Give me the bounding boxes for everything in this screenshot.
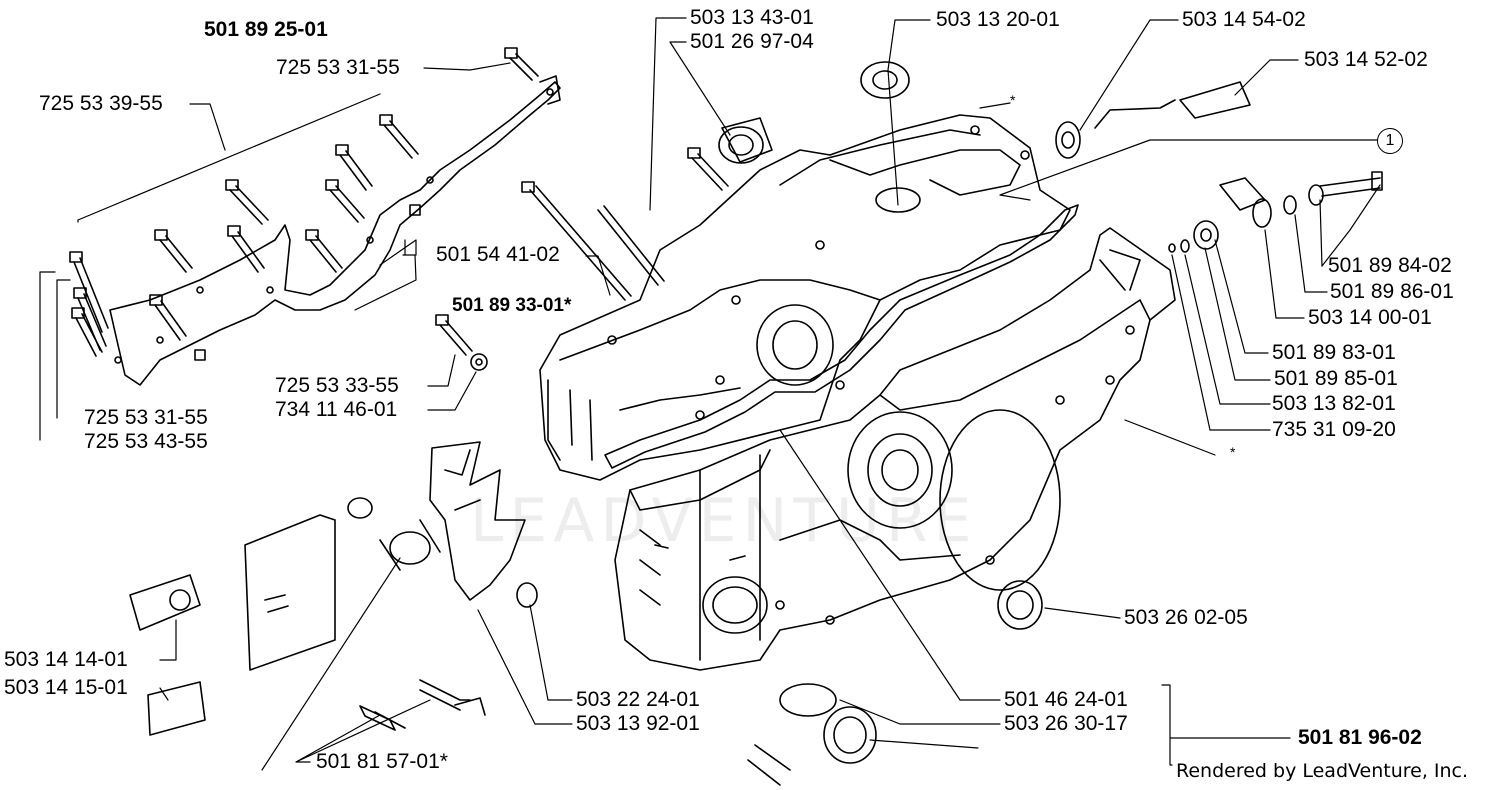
part-label: 725 53 31-55 [84, 406, 208, 429]
part-label: 501 89 86-01 [1330, 280, 1454, 303]
crankcase-gasket [604, 204, 1079, 469]
leader-lines [39, 17, 1381, 771]
part-label: 503 13 92-01 [576, 712, 700, 735]
crankcase-rear-half [539, 114, 1071, 481]
part-label: 725 53 39-55 [39, 92, 163, 115]
part-label: 501 89 85-01 [1274, 367, 1398, 390]
screw-group [69, 47, 539, 371]
part-label: 725 53 33-55 [275, 374, 399, 397]
part-label: 503 14 52-02 [1304, 48, 1428, 71]
crankcase-front-half [614, 227, 1176, 671]
assembly-label-bottom: 501 81 96-02 [1298, 726, 1422, 749]
bottom-left-parts [129, 441, 538, 736]
watermark: LEADVENTURE [470, 486, 978, 556]
oil-cap [747, 683, 877, 786]
cover-gasket-assembly [109, 75, 561, 386]
part-label: 501 26 97-04 [690, 30, 814, 53]
part-label: 503 13 43-01 [690, 6, 814, 29]
part-label: 503 13 20-01 [936, 8, 1060, 31]
assembly-label-top: 501 89 25-01 [204, 18, 328, 41]
asterisk-mark: * [1010, 92, 1016, 108]
part-label: 734 11 46-01 [275, 398, 398, 421]
part-label: 501 89 83-01 [1272, 341, 1396, 364]
part-label: 503 13 82-01 [1272, 392, 1396, 415]
asterisk-mark: * [1230, 444, 1236, 460]
footer-credit: Rendered by LeadVenture, Inc. [1176, 760, 1469, 782]
part-label: 501 54 41-02 [436, 243, 560, 266]
part-label: 503 26 30-17 [1004, 712, 1128, 735]
part-label: 503 26 02-05 [1124, 606, 1248, 629]
callout-number: 1 [1377, 128, 1403, 154]
part-label: 501 81 57-01* [316, 750, 448, 773]
part-label: 501 46 24-01 [1004, 688, 1128, 711]
part-label: 503 22 24-01 [576, 688, 700, 711]
part-label: 503 14 00-01 [1308, 306, 1432, 329]
chain-brake-parts [1168, 171, 1383, 253]
assembly-label-mid: 501 89 33-01* [452, 295, 572, 316]
bearing-parts [718, 61, 1251, 630]
part-label: 501 89 84-02 [1328, 254, 1452, 277]
long-bolts [521, 147, 729, 301]
part-label: 725 53 31-55 [276, 56, 400, 79]
part-label: 735 31 09-20 [1272, 418, 1396, 441]
part-label: 503 14 54-02 [1182, 8, 1306, 31]
part-label: 725 53 43-55 [84, 430, 208, 453]
part-label: 503 14 14-01 [4, 648, 128, 671]
part-label: 503 14 15-01 [4, 676, 128, 699]
